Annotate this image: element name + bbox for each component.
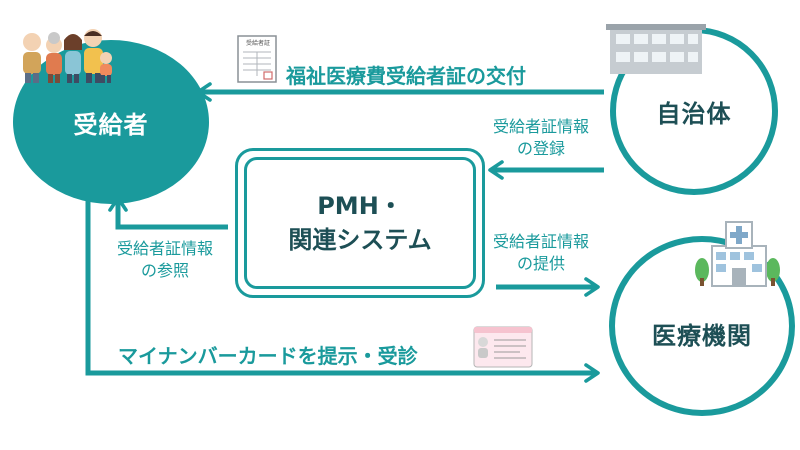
recipient-node: 受給者 [13, 40, 209, 204]
provide-label-line1: 受給者証情報 [492, 232, 589, 251]
refer-label-line1: 受給者証情報 [116, 239, 213, 258]
refer-label: 受給者証情報 の参照 [113, 238, 217, 282]
provide-label: 受給者証情報 の提供 [489, 231, 593, 275]
pmh-system-inner: PMH・ 関連システム [244, 157, 476, 289]
provide-label-line2: の提供 [516, 254, 565, 273]
system-line1: PMH・ [317, 192, 403, 220]
arrow-present [85, 200, 600, 383]
register-label-line2: の登録 [516, 139, 565, 158]
system-line2: 関連システム [288, 226, 432, 254]
medical-label: 医療機関 [652, 321, 752, 350]
refer-label-line2: の参照 [140, 261, 189, 280]
municipality-label: 自治体 [656, 99, 732, 128]
register-label-line1: 受給者証情報 [492, 117, 589, 136]
present-label: マイナンバーカードを提示・受診 [118, 344, 418, 368]
register-label: 受給者証情報 の登録 [489, 116, 593, 160]
pmh-system-box: PMH・ 関連システム [235, 148, 485, 298]
municipality-node: 自治体 [610, 27, 778, 195]
recipient-label: 受給者 [73, 110, 149, 139]
issue-label: 福祉医療費受給者証の交付 [286, 64, 526, 88]
medical-node: 医療機関 [609, 236, 795, 416]
arrow-refer [108, 196, 228, 230]
